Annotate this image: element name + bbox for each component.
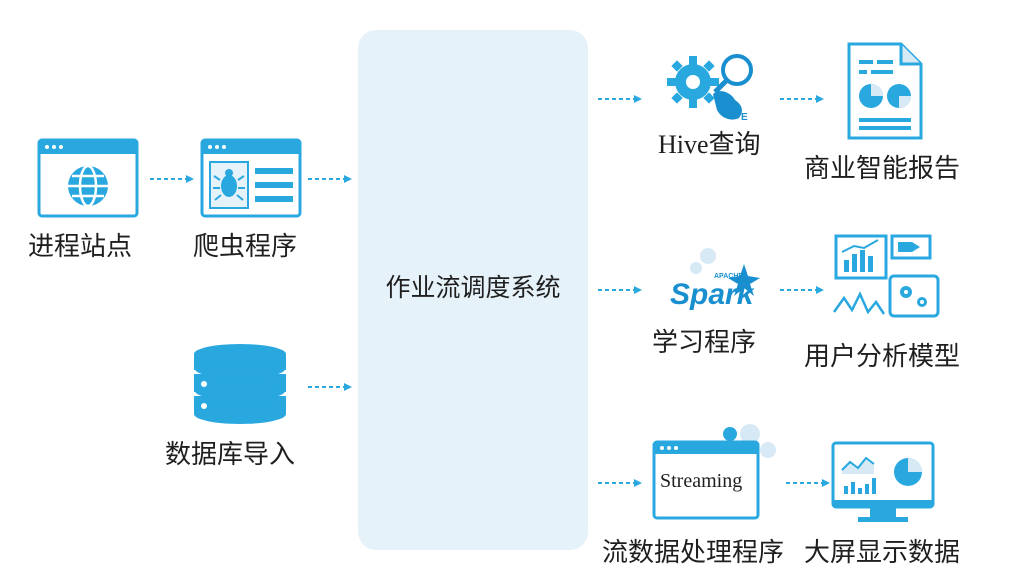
report-document-icon	[847, 42, 923, 140]
spark-node: APACHE Spark	[664, 238, 764, 320]
hive-label: Hive查询	[658, 130, 761, 159]
flow-arrow	[598, 286, 642, 294]
flow-arrow	[308, 175, 352, 183]
database-node	[190, 342, 290, 426]
flow-arrow	[786, 479, 830, 487]
monitor-dashboard-icon	[831, 441, 935, 522]
big-screen-node	[830, 440, 936, 526]
hive-gear-icon: E	[667, 54, 753, 123]
browser-globe-icon	[37, 138, 139, 218]
scheduler-panel: 作业流调度系统	[358, 30, 588, 550]
streaming-node: Streaming	[650, 420, 785, 522]
user-model-node	[830, 232, 942, 324]
spark-label: 学习程序	[652, 328, 757, 358]
db-import-label: 数据库导入	[165, 440, 296, 470]
remote-site-label: 进程站点	[28, 232, 133, 262]
analytics-bubbles-icon	[832, 234, 940, 318]
spark-logo-small: APACHE	[714, 273, 743, 280]
user-model-label: 用户分析模型	[804, 342, 961, 372]
streaming-window-text: Streaming	[660, 470, 743, 492]
svg-text:E: E	[741, 112, 748, 123]
flow-arrow	[780, 95, 824, 103]
flow-arrow	[598, 479, 642, 487]
flow-arrow	[780, 286, 824, 294]
streaming-label: 流数据处理程序	[602, 538, 785, 568]
streaming-window-icon	[652, 424, 776, 520]
remote-site-node	[37, 138, 139, 218]
crawler-node	[200, 138, 302, 218]
browser-bug-icon	[200, 138, 302, 218]
hive-node: E	[665, 48, 760, 124]
flow-arrow	[598, 95, 642, 103]
database-icon	[192, 344, 288, 424]
flow-arrow	[308, 383, 352, 391]
big-screen-label: 大屏显示数据	[804, 538, 961, 568]
bi-report-node	[845, 40, 925, 142]
flow-arrow	[150, 175, 194, 183]
spark-logo-icon: APACHE Spark	[670, 248, 760, 311]
crawler-label: 爬虫程序	[193, 232, 298, 262]
scheduler-label: 作业流调度系统	[385, 273, 561, 302]
bi-report-label: 商业智能报告	[804, 154, 961, 184]
